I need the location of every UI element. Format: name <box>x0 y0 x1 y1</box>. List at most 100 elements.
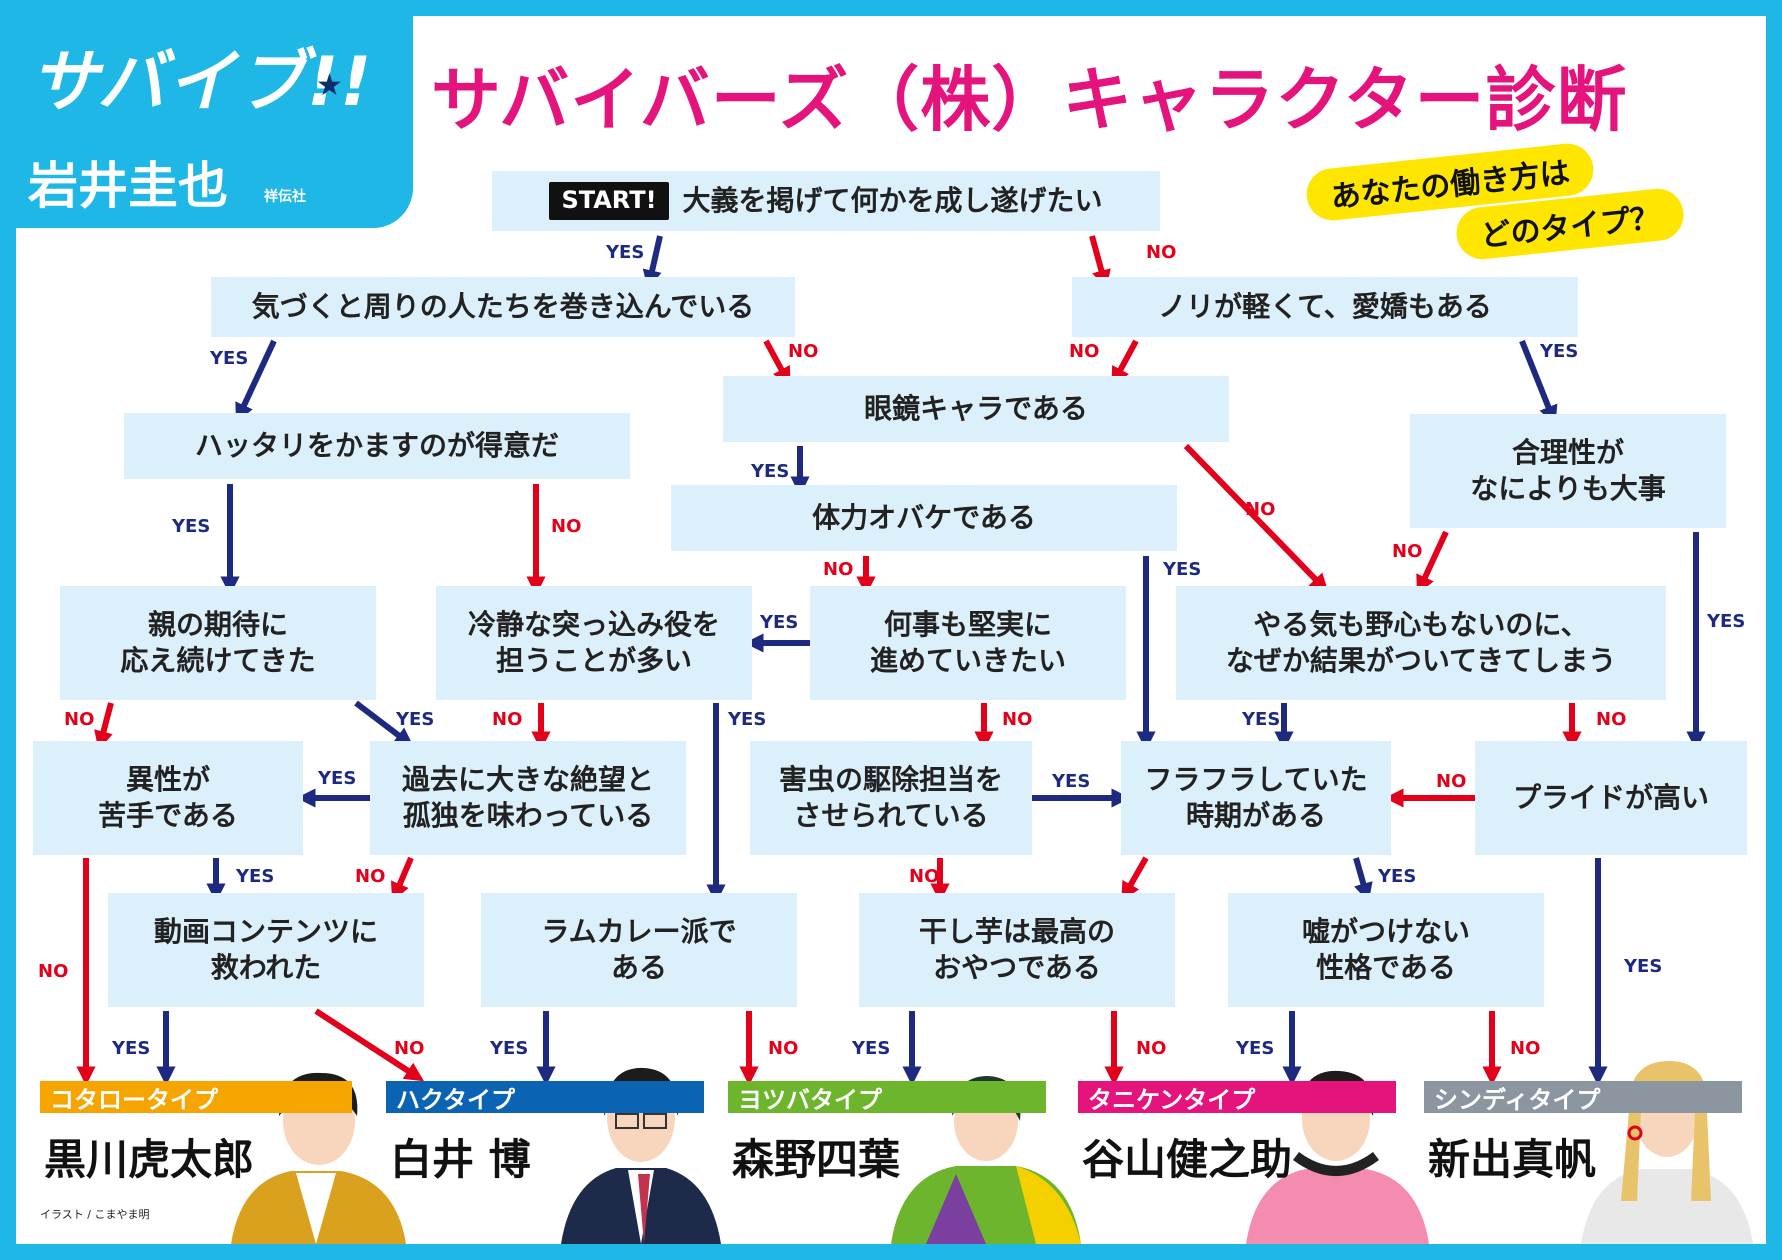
node-honest: 嘘がつけない 性格である <box>1228 893 1544 1007</box>
no-label: NO <box>909 866 940 887</box>
node-involve: 気づくと周りの人たちを巻き込んでいる <box>211 277 795 337</box>
no-arrow-icon <box>1111 339 1139 387</box>
yes-label: YES <box>490 1038 529 1059</box>
illustration-credit: イラスト / こまやま明 <box>40 1208 150 1221</box>
yes-label: YES <box>1242 709 1281 730</box>
node-text: 眼鏡キャラである <box>864 391 1088 425</box>
node-tsukkomi: 冷静な突っ込み役を 担うことが多い <box>436 586 752 700</box>
no-arrow-icon <box>1416 530 1449 595</box>
node-glasses: 眼鏡キャラである <box>723 376 1229 442</box>
result-name-taniken: 谷山健之助 <box>1082 1135 1293 1184</box>
no-arrow-icon <box>94 702 114 751</box>
node-logic: 合理性が なによりも大事 <box>1410 414 1726 528</box>
node-parents: 親の期待に 応え続けてきた <box>60 586 376 700</box>
yes-label: YES <box>236 866 275 887</box>
start-badge: START! <box>549 182 669 220</box>
node-text: やる気も野心もないのに、 なぜか結果がついてきてしまう <box>1225 607 1617 677</box>
no-label: NO <box>1510 1038 1541 1059</box>
logo: サバイブ!! <box>30 43 374 122</box>
no-label: NO <box>492 709 523 730</box>
node-video: 動画コンテンツに 救われた <box>108 893 424 1007</box>
yes-label: YES <box>1236 1038 1275 1059</box>
yes-label: YES <box>1378 866 1417 887</box>
node-text: 合理性が なによりも大事 <box>1470 435 1666 505</box>
no-arrow-icon <box>390 856 414 902</box>
node-text: 干し芋は最高の おやつである <box>918 914 1115 984</box>
logo-block: サバイブ!! ★ 岩井圭也 祥伝社 <box>16 16 413 228</box>
no-label: NO <box>1392 541 1423 562</box>
yes-arrow-icon <box>642 235 663 290</box>
node-text: 害虫の駆除担当を させられている <box>778 762 1003 832</box>
result-type-cindy: シンディタイプ <box>1424 1081 1742 1114</box>
node-nori: ノリが軽くて、愛嬌もある <box>1072 277 1578 337</box>
node-curry: ラムカレー派で ある <box>481 893 797 1007</box>
node-text: ノリが軽くて、愛嬌もある <box>1158 289 1492 323</box>
node-text: フラフラしていた 時期がある <box>1144 762 1368 832</box>
result-type-taniken: タニケンタイプ <box>1078 1081 1396 1114</box>
no-label: NO <box>823 559 854 580</box>
no-label: NO <box>768 1038 799 1059</box>
yes-label: YES <box>318 768 357 789</box>
node-text: 動画コンテンツに 救われた <box>153 914 378 984</box>
result-type-yotsuba: ヨツバタイプ <box>728 1081 1046 1114</box>
node-pride: プライドが高い <box>1475 741 1747 855</box>
node-bluff: ハッタリをかますのが得意だ <box>124 413 630 479</box>
yes-label: YES <box>760 612 799 633</box>
node-pest: 害虫の駆除担当を させられている <box>750 741 1032 855</box>
arrow-layer <box>76 235 1706 1086</box>
yes-label: YES <box>1052 771 1091 792</box>
yes-label: YES <box>172 516 211 537</box>
no-label: NO <box>64 709 95 730</box>
node-text: 大義を掲げて何かを成し遂げたい <box>682 183 1103 217</box>
yes-arrow-icon <box>235 339 277 423</box>
node-wander: フラフラしていた 時期がある <box>1121 741 1391 855</box>
yes-label: YES <box>396 709 435 730</box>
node-text: 体力オバケである <box>812 500 1036 534</box>
no-label: NO <box>1146 242 1177 263</box>
publisher-name: 祥伝社 <box>264 189 306 205</box>
no-label: NO <box>1436 771 1467 792</box>
no-label: NO <box>1596 709 1627 730</box>
node-text: ラムカレー派で ある <box>541 914 737 984</box>
no-arrow-icon <box>1089 235 1111 290</box>
yes-label: YES <box>852 1038 891 1059</box>
result-name-yotsuba: 森野四葉 <box>732 1135 901 1184</box>
node-steady: 何事も堅実に 進めていきたい <box>810 586 1126 700</box>
yes-label: YES <box>728 709 767 730</box>
yes-arrow-icon <box>354 700 414 747</box>
no-label: NO <box>38 961 69 982</box>
node-text: 嘘がつけない 性格である <box>1301 914 1470 984</box>
no-label: NO <box>551 516 582 537</box>
yes-arrow-icon <box>1353 857 1373 903</box>
yes-label: YES <box>1707 611 1746 632</box>
yes-label: YES <box>210 348 249 369</box>
node-imo: 干し芋は最高の おやつである <box>859 893 1175 1007</box>
node-text: 冷静な突っ込み役を 担うことが多い <box>467 607 720 677</box>
no-arrow-icon <box>314 1008 425 1082</box>
node-text: 過去に大きな絶望と 孤独を味わっている <box>401 762 654 832</box>
result-type-haku: ハクタイプ <box>386 1081 704 1114</box>
node-text: 気づくと周りの人たちを巻き込んでいる <box>251 289 755 323</box>
no-label: NO <box>394 1038 425 1059</box>
flowchart-board: サバイブ!! ★ 岩井圭也 祥伝社 サバイバーズ（株）キャラクター診断 あなたの… <box>16 16 1766 1244</box>
node-lucky: やる気も野心もないのに、 なぜか結果がついてきてしまう <box>1176 586 1666 700</box>
node-text: 何事も堅実に 進めていきたい <box>869 607 1066 677</box>
star-icon: ★ <box>316 68 343 103</box>
node-stamina: 体力オバケである <box>671 485 1177 551</box>
result-name-haku: 白井 博 <box>390 1135 531 1184</box>
no-arrow-icon <box>1121 856 1149 902</box>
no-label: NO <box>1002 709 1033 730</box>
yes-label: YES <box>751 461 790 482</box>
yes-label: YES <box>1540 341 1579 362</box>
no-label: NO <box>1245 499 1276 520</box>
yes-arrow-icon <box>1519 339 1558 425</box>
yes-label: YES <box>606 242 645 263</box>
node-despair: 過去に大きな絶望と 孤独を味わっている <box>370 741 686 855</box>
no-label: NO <box>355 866 386 887</box>
result-name-kotaro: 黒川虎太郎 <box>44 1135 255 1184</box>
no-arrow-icon <box>763 339 791 387</box>
node-text: 異性が 苦手である <box>98 762 238 832</box>
no-label: NO <box>788 341 819 362</box>
yes-label: YES <box>1624 956 1663 977</box>
author-name: 岩井圭也 <box>28 157 228 215</box>
